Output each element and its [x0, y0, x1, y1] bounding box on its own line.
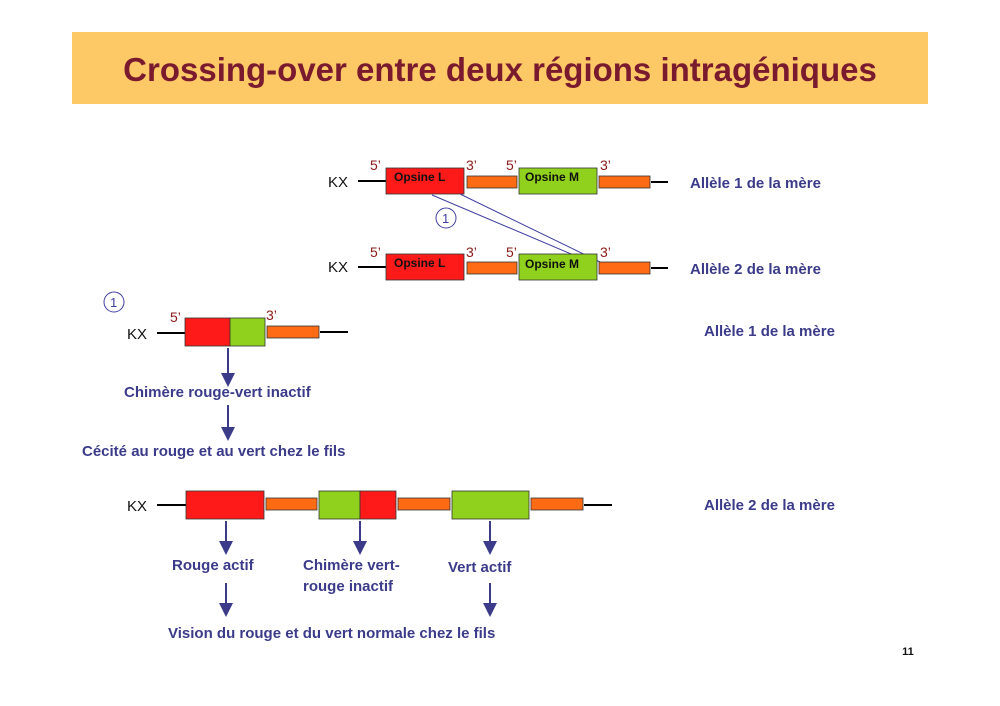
blindness-result-label: Cécité au rouge et au vert chez le fils [82, 443, 345, 460]
three-prime-label: 3’ [266, 307, 277, 323]
page-title: Crossing-over entre deux régions intragé… [123, 51, 877, 88]
intergenic-segment [466, 261, 518, 275]
three-prime-label: 3’ [600, 157, 611, 173]
kx-label: KX [127, 326, 147, 343]
green-gene-box [451, 490, 530, 520]
five-prime-label: 5’ [506, 244, 517, 260]
intergenic-segment [265, 497, 318, 511]
five-prime-label: 5’ [370, 244, 381, 260]
downstream-segment [598, 175, 651, 189]
allele1-gene-row: KX Opsine L Opsine M 5’ 3’ 5’ 3’ Allèle … [328, 157, 821, 195]
red-gene-box [185, 490, 265, 520]
three-prime-label: 3’ [466, 244, 477, 260]
crossover-marker [103, 291, 125, 313]
chimera-line1-label: Chimère vert- [303, 557, 400, 574]
chimera-line2-label: rouge inactif [303, 578, 394, 595]
crossover-line [459, 193, 601, 263]
downstream-segment [598, 261, 651, 275]
allele2-label: Allèle 2 de la mère [704, 497, 835, 514]
opsine-l-label: Opsine L [394, 256, 445, 270]
opsine-l-box [385, 167, 465, 195]
intergenic-segment [397, 497, 451, 511]
kx-label: KX [127, 498, 147, 515]
five-prime-label: 5’ [506, 157, 517, 173]
red-gene-segment [184, 317, 231, 347]
green-gene-segment [318, 490, 361, 520]
crossover-line [431, 194, 591, 263]
red-active-label: Rouge actif [172, 557, 255, 574]
opsine-l-label: Opsine L [394, 170, 445, 184]
opsine-l-box [385, 253, 465, 281]
downstream-segment [266, 325, 320, 339]
opsine-m-box [518, 253, 598, 281]
three-prime-label: 3’ [600, 244, 611, 260]
green-active-label: Vert actif [448, 559, 512, 576]
five-prime-label: 5’ [170, 309, 181, 325]
intergenic-segment [466, 175, 518, 189]
chimera-inactive-label: Chimère rouge-vert inactif [124, 384, 312, 401]
normal-vision-result-label: Vision du rouge et du vert normale chez … [168, 625, 495, 642]
crossover-marker-label: 1 [442, 211, 449, 226]
allele1-label: Allèle 1 de la mère [690, 175, 821, 192]
recombinant2-row: KX Allèle 2 de la mère [127, 490, 835, 520]
recombinant1-row: 1 KX 5’ 3’ Allèle 1 de la mère [103, 291, 835, 347]
red-gene-segment [359, 490, 397, 520]
opsine-m-label: Opsine M [525, 257, 579, 271]
crossover-marker-label: 1 [110, 295, 117, 310]
opsine-m-box [518, 167, 598, 195]
kx-label: KX [328, 259, 348, 276]
title-banner: Crossing-over entre deux régions intragé… [72, 32, 928, 104]
crossover-marker [435, 207, 457, 229]
kx-label: KX [328, 174, 348, 191]
three-prime-label: 3’ [466, 157, 477, 173]
allele2-label: Allèle 2 de la mère [690, 261, 821, 278]
allele1-label: Allèle 1 de la mère [704, 323, 835, 340]
opsine-m-label: Opsine M [525, 170, 579, 184]
downstream-segment [530, 497, 584, 511]
five-prime-label: 5’ [370, 157, 381, 173]
green-gene-segment [229, 317, 266, 347]
allele2-gene-row: KX Opsine L Opsine M 5’ 3’ 5’ 3’ Allèle … [328, 244, 821, 281]
page-number: 11 [902, 646, 914, 658]
